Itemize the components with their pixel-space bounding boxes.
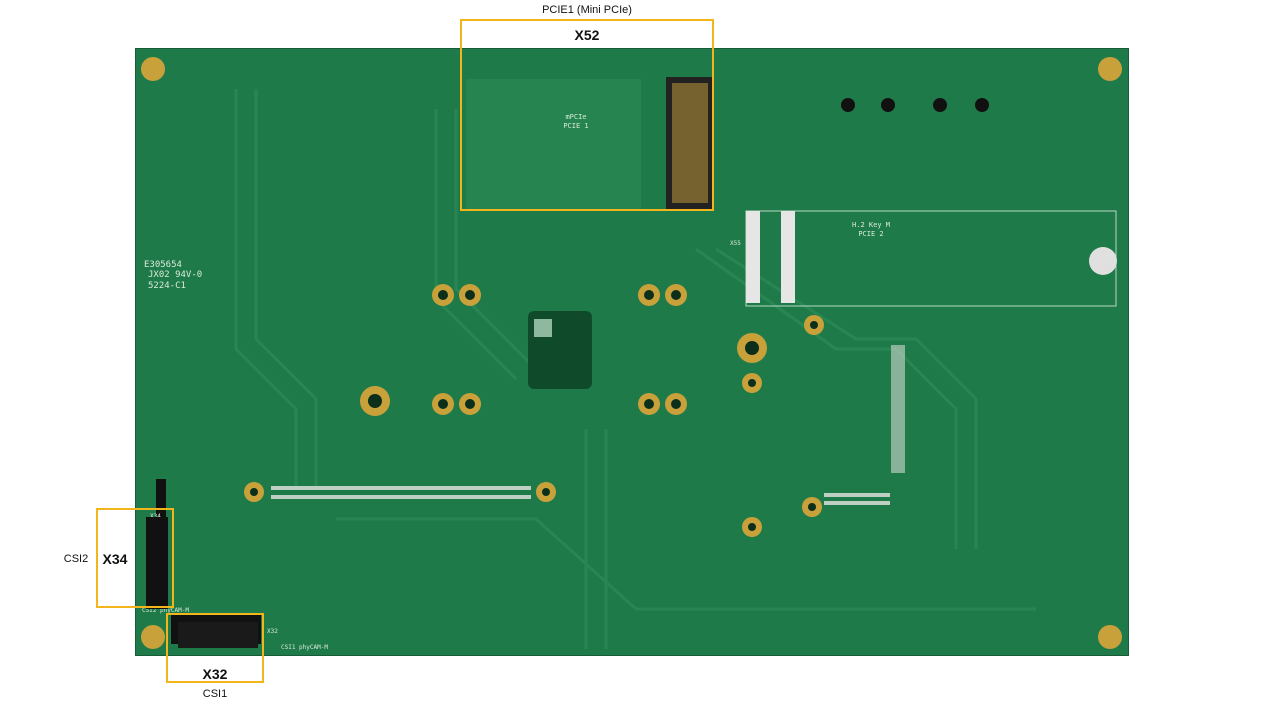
silk-m2-line1: H.2 Key M [852,221,890,229]
pcb-drawing: mPCIe PCIE 1 H.2 Key M PCIE 2 E305654 JX… [141,57,1122,651]
csi1-callout-box: X32 [166,613,264,683]
csi2-name-label: CSI2 [63,553,89,565]
silk-ul-line2: JX02 94V-0 [148,270,202,280]
csi2-callout-box: X34 [96,508,174,608]
x32-label: X32 [202,666,228,682]
m2-connector-left [746,211,760,303]
csi2-connector [146,517,168,609]
silk-mpcie-line1: mPCIe [565,113,586,121]
silk-m2-line2: PCIE 2 [858,230,883,238]
silk-csi2-label: CSI2 phyCAM-M [142,607,189,614]
silk-x55-ref: X55 [730,240,741,247]
silk-csi1-label: CSI1 phyCAM-M [281,644,328,651]
pcie1-name-label: PCIE1 (Mini PCIe) [542,4,632,16]
silk-ul-line3: 5224-C1 [148,281,186,291]
silk-x32-ref: X32 [267,628,278,635]
m2-slot-outline [745,210,1117,307]
m2-connector-right [781,211,795,303]
silk-x34-ref: X34 [150,513,161,520]
x52-label: X52 [574,27,600,43]
silk-mpcie-line2: PCIE 1 [563,122,588,130]
m2-standoff [1089,247,1117,275]
pcb-board: mPCIe PCIE 1 H.2 Key M PCIE 2 E305654 JX… [135,48,1129,656]
silk-ul-line1: E305654 [144,260,182,270]
x34-label: X34 [102,551,128,567]
mpcie-area [466,79,641,209]
csi1-connector [178,622,258,648]
csi1-name-label: CSI1 [202,688,228,700]
pcie1-callout-box: X52 [460,19,714,211]
